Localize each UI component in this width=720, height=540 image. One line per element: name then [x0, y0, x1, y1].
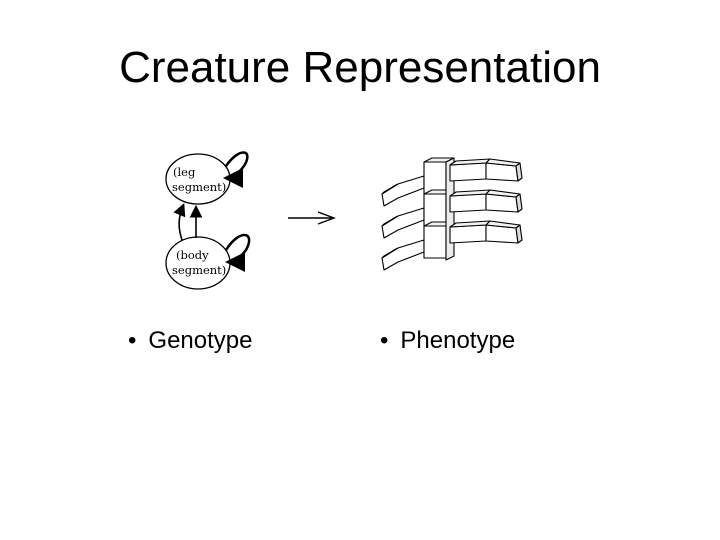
right-leg-upper-1: [449, 162, 487, 182]
bullet-glyph: •: [128, 327, 137, 354]
left-leg-2: [381, 207, 425, 239]
left-leg-3: [381, 239, 425, 271]
body-segment-2-front: [423, 193, 447, 227]
left-leg-cap-2: [381, 215, 399, 227]
left-leg-cap-1: [381, 183, 399, 195]
right-leg-end-3: [515, 224, 523, 244]
genotype-label: Genotype: [148, 327, 253, 354]
slide-title: Creature Representation: [119, 43, 601, 92]
genotype-to-phenotype-arrowhead: [317, 211, 336, 225]
body-node-label-line1: (body: [176, 248, 209, 262]
right-leg-upper-3: [449, 224, 487, 244]
phenotype-label: Phenotype: [400, 327, 516, 354]
body-node-label-line2: segment): [172, 263, 226, 277]
body-segment-3-front: [423, 225, 447, 259]
leg-node-label-line2: segment): [172, 180, 226, 194]
right-leg-end-2: [515, 193, 523, 213]
right-leg-end-1: [515, 162, 523, 182]
phenotype-bullet: • Phenotype: [380, 326, 515, 356]
leg-node-label-line1: (leg: [173, 165, 196, 179]
leg-self-loop-arrow: [223, 151, 249, 188]
body-to-leg-arrow-1: [173, 203, 186, 241]
body-self-loop-arrow: [224, 233, 251, 272]
body-segment-1-front: [423, 161, 447, 195]
bullet-glyph: •: [380, 327, 389, 354]
left-leg-cap-3: [381, 247, 399, 259]
left-leg-1: [381, 175, 425, 207]
right-leg-upper-2: [449, 193, 487, 213]
genotype-bullet: • Genotype: [128, 326, 252, 356]
